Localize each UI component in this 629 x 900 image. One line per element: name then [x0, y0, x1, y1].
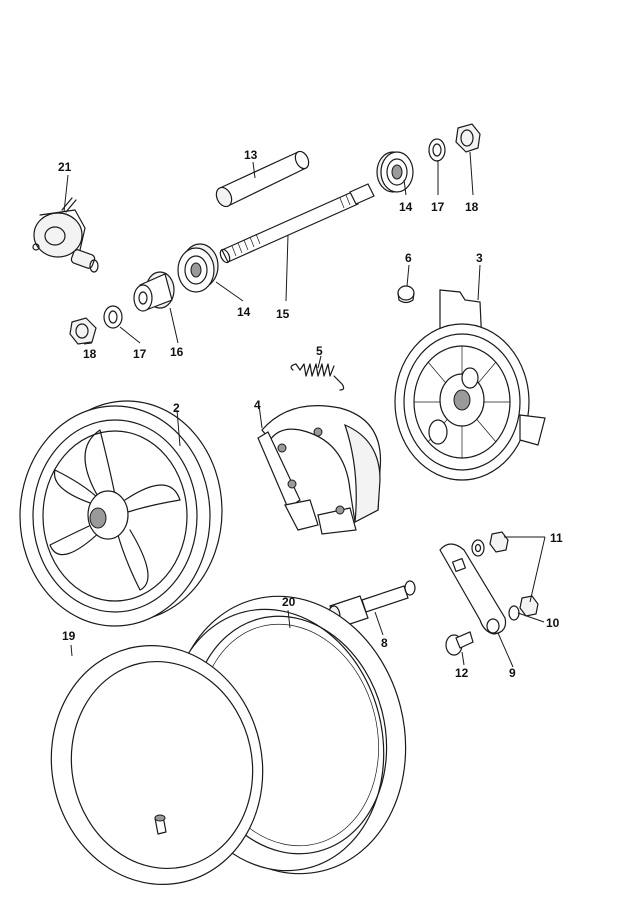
part-brake-plate: [394, 289, 546, 481]
part-brake-shoes: [257, 405, 382, 535]
callout-13: 13: [244, 148, 258, 162]
callout-14-left: 14: [237, 305, 251, 319]
callout-4: 4: [254, 398, 261, 412]
part-bolt: [445, 631, 474, 656]
part-nut-left: [69, 317, 97, 345]
part-washer-right: [428, 138, 446, 162]
callout-5: 5: [316, 344, 323, 358]
part-inner-tube: [50, 645, 264, 885]
part-spring: [290, 363, 345, 391]
part-speedometer-drive: [32, 197, 99, 273]
part-axle: [219, 183, 375, 264]
callout-18-right: 18: [465, 200, 479, 214]
part-collar: [133, 271, 175, 312]
leader-lines: [63, 151, 546, 668]
part-cap: [397, 285, 415, 304]
callout-10: 10: [546, 616, 560, 630]
part-washer-left: [103, 305, 123, 329]
callout-14-right: 14: [399, 200, 413, 214]
callout-20: 20: [282, 595, 296, 609]
callout-8: 8: [381, 636, 388, 650]
part-wheel-rim: [19, 400, 223, 627]
part-spacer-tube: [215, 150, 310, 208]
part-bearing-left: [177, 243, 219, 293]
part-nut-11-upper: [489, 531, 509, 553]
callout-19: 19: [62, 629, 76, 643]
callout-9: 9: [509, 666, 516, 680]
part-brake-arm: [439, 543, 507, 635]
callout-17-left: 17: [133, 347, 147, 361]
callout-16: 16: [170, 345, 184, 359]
callout-6: 6: [405, 251, 412, 265]
callout-21: 21: [58, 160, 72, 174]
callout-3: 3: [476, 251, 483, 265]
callout-18-left: 18: [83, 347, 97, 361]
part-nut-11-lower: [519, 595, 539, 617]
part-washer-10: [508, 605, 520, 621]
callout-15: 15: [276, 307, 290, 321]
callout-12: 12: [455, 666, 469, 680]
part-washer-11: [471, 539, 485, 557]
part-bearing-right: [376, 151, 414, 193]
part-nut-right: [455, 123, 481, 153]
callout-labels: 21 13 14 17 18 6 3 14 15 18 17 16 5 4 2 …: [58, 148, 563, 680]
callout-11: 11: [550, 531, 563, 545]
callout-17-right: 17: [431, 200, 445, 214]
callout-2: 2: [173, 401, 180, 415]
